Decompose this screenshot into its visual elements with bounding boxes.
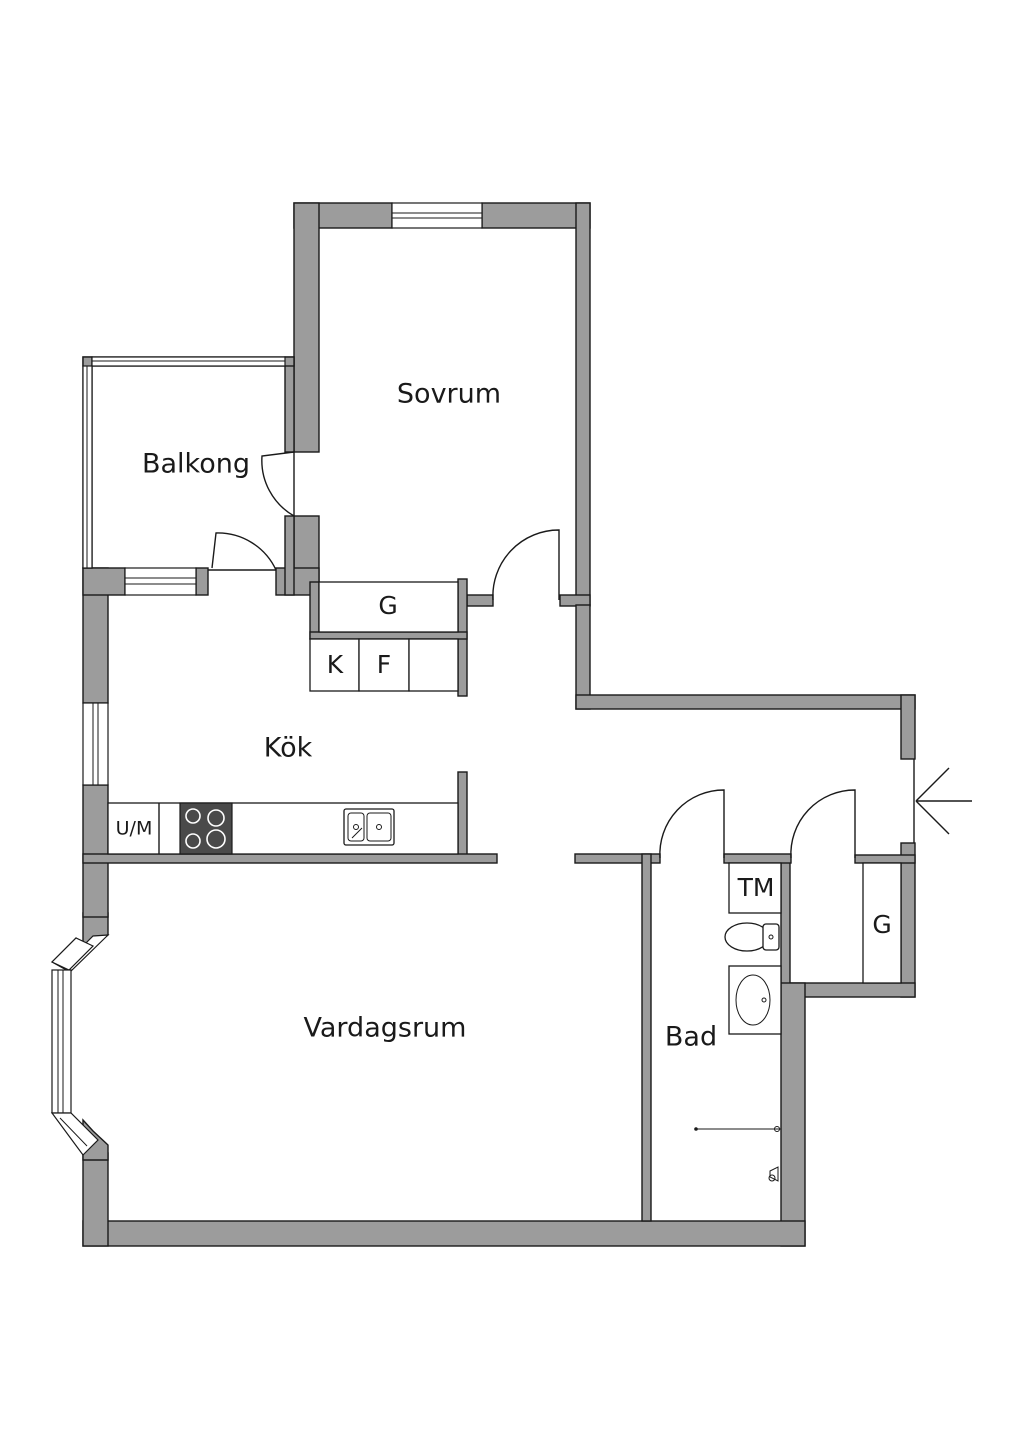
window-kok — [82, 702, 109, 786]
wall-bottom — [82, 1220, 806, 1247]
wall-stub-left — [466, 594, 494, 607]
garderob-sovrum-label: G — [378, 591, 397, 620]
wall-sovrum-top-right — [481, 202, 591, 229]
window-sovrum — [391, 202, 483, 229]
entrance-arrow-icon — [915, 767, 972, 835]
stove-icon — [179, 802, 233, 855]
walls — [82, 202, 916, 1247]
wall-corridor-right — [575, 604, 591, 710]
washbasin-icon — [728, 965, 782, 1035]
window-bay-top — [50, 934, 110, 973]
diskmaskin-label: U/M — [116, 818, 153, 840]
wall-kok-vardagsrum — [82, 853, 498, 864]
cabinet-empty — [408, 638, 459, 692]
kitchen-sink-icon — [343, 808, 395, 846]
wall-hall-gard-top — [854, 854, 916, 864]
windows — [50, 202, 483, 1156]
frys-cabinet — [358, 638, 410, 692]
wall-bad-top — [723, 853, 792, 864]
room-label-vardagsrum: Vardagsrum — [304, 1013, 467, 1044]
room-label-bad: Bad — [665, 1022, 717, 1053]
wall-left-mid — [82, 784, 109, 918]
kitchen-fixtures: G K F U/M — [107, 581, 459, 855]
wall-closet-mid — [309, 631, 468, 640]
frys-label: F — [377, 650, 391, 679]
wall-bad-right — [780, 982, 806, 1247]
wall-closet-left — [309, 581, 320, 640]
wall-balkong-right-2 — [284, 515, 295, 596]
door-sovrum — [492, 529, 560, 601]
doors — [208, 451, 915, 859]
door-kok-balkong — [208, 532, 277, 571]
wall-left-lower — [82, 1152, 109, 1247]
shower-icon — [694, 1126, 781, 1182]
window-balkong-bottom — [124, 567, 197, 596]
kitchen-counter — [107, 802, 459, 855]
wall-hall-right-upper — [900, 694, 916, 760]
wall-balkong-right — [284, 356, 295, 453]
wall-balkong-bottom-left — [82, 567, 126, 596]
wall-hall-bottom — [789, 982, 916, 998]
wall-sovrum-right — [575, 202, 591, 606]
garderob-hall-label: G — [872, 910, 891, 939]
toilet-icon — [724, 922, 780, 952]
wall-kitchen-end — [457, 771, 468, 856]
window-balkong-top — [91, 356, 286, 367]
window-balkong-left — [82, 365, 93, 569]
window-bay-bottom — [50, 1112, 99, 1156]
wall-balkong-bottom-right — [195, 567, 209, 596]
wall-vardagsrum-bad — [641, 853, 652, 1222]
door-bad — [659, 789, 725, 859]
room-label-balkong: Balkong — [142, 449, 250, 480]
door-balkong-sovrum — [261, 451, 295, 517]
door-hall-closet — [790, 789, 856, 859]
tvattmaskin-label: TM — [737, 873, 775, 902]
wall-hall-right-lower — [900, 842, 916, 998]
garderob-hall — [862, 862, 902, 984]
room-label-sovrum: Sovrum — [397, 379, 501, 410]
wall-hall-left — [780, 854, 791, 998]
wall-sovrum-left-upper — [293, 202, 320, 453]
wall-hall-top — [575, 694, 916, 710]
wall-hall-vardagsrum — [574, 853, 661, 864]
wall-stub-right — [559, 594, 591, 607]
room-label-kok: Kök — [264, 733, 313, 764]
bad-fixtures: TM — [694, 862, 782, 1182]
window-bay-middle — [51, 969, 72, 1114]
kyl-label: K — [327, 650, 344, 679]
garderob-sovrum — [318, 581, 459, 633]
tvattmaskin — [728, 862, 782, 914]
